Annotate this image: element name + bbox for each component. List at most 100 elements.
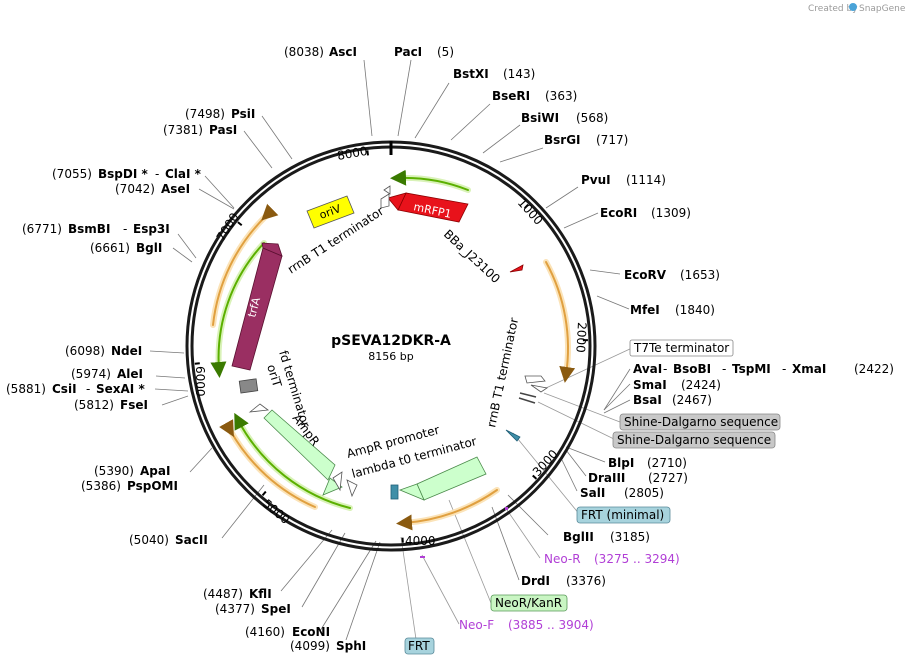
site-BspDI[interactable]: BspDI * — [98, 167, 148, 181]
site-pos-AvaI: (2422) — [854, 362, 894, 376]
svg-text:Shine-Dalgarno sequence: Shine-Dalgarno sequence — [617, 433, 771, 447]
site-BsmBI[interactable]: BsmBI — [68, 222, 110, 236]
feature-NeoR-KanR — [398, 456, 487, 501]
boxed-FRT[interactable]: FRT — [404, 637, 435, 655]
site-pos-SalI: (2805) — [624, 486, 664, 500]
shine-dalgarno-glyphs — [518, 392, 537, 404]
site-BsoBI[interactable]: BsoBI — [673, 362, 711, 376]
site-EcoNI[interactable]: EcoNI — [292, 625, 330, 639]
site-AleI[interactable]: AleI — [117, 367, 143, 381]
trfA-label: trfA — [245, 295, 263, 318]
site-pos-BlpI: (2710) — [647, 456, 687, 470]
site-AseI[interactable]: AseI — [161, 182, 190, 196]
site-pos-ApaI: (5390) — [94, 464, 134, 478]
primer-mark-neo-f — [420, 556, 425, 558]
tick-label-6000: 6000 — [193, 366, 207, 397]
tick-mark — [532, 474, 538, 480]
svg-text:-: - — [722, 362, 726, 376]
svg-text:-: - — [123, 222, 127, 236]
site-XmaI[interactable]: XmaI — [792, 362, 826, 376]
boxed-shine-dalgarno-2[interactable]: Shine-Dalgarno sequence — [612, 431, 776, 449]
svg-text:-: - — [86, 382, 90, 396]
site-PvuI[interactable]: PvuI — [581, 173, 611, 187]
site-TspMI[interactable]: TspMI — [732, 362, 771, 376]
orf-arcs — [210, 169, 576, 531]
tick-label-4000: 4000 — [405, 534, 436, 548]
site-pos-BsaI: (2467) — [672, 393, 712, 407]
primer-Neo-F[interactable]: Neo-F — [459, 618, 494, 632]
site-pos-MfeI: (1840) — [675, 303, 715, 317]
site-BsaI[interactable]: BsaI — [633, 393, 662, 407]
site-SacII[interactable]: SacII — [175, 533, 208, 547]
site-EcoRI[interactable]: EcoRI — [600, 206, 637, 220]
site-pos-PspOMI: (5386) — [81, 479, 121, 493]
site-pos-BsiWI: (568) — [576, 111, 608, 125]
boxed-NeoR-KanR[interactable]: NeoR/KanR — [490, 594, 568, 612]
site-EcoRV[interactable]: EcoRV — [624, 268, 667, 282]
site-Esp3I[interactable]: Esp3I — [133, 222, 170, 236]
site-DrdI[interactable]: DrdI — [521, 574, 550, 588]
site-pos-SphI: (4099) — [290, 639, 330, 653]
site-BglII[interactable]: BglII — [563, 530, 594, 544]
BBa-J23100-glyph — [509, 264, 524, 273]
site-pos-EcoRV: (1653) — [680, 268, 720, 282]
site-NdeI[interactable]: NdeI — [111, 344, 142, 358]
tick-label-3000: 3000 — [530, 447, 561, 479]
boxed-shine-dalgarno-1[interactable]: Shine-Dalgarno sequence — [619, 413, 781, 431]
svg-text:-: - — [782, 362, 786, 376]
site-pos-AleI: (5974) — [71, 367, 111, 381]
site-pos-BstXI: (143) — [503, 67, 535, 81]
site-SmaI[interactable]: SmaI — [633, 378, 667, 392]
site-pos-SacII: (5040) — [129, 533, 169, 547]
oriT-glyph — [238, 378, 259, 394]
feature-trfA: trfA — [231, 242, 283, 371]
site-ClaI[interactable]: ClaI * — [165, 167, 202, 181]
boxed-T7Te-terminator[interactable]: T7Te terminator — [629, 339, 734, 357]
site-MfeI[interactable]: MfeI — [630, 303, 660, 317]
site-SexAI[interactable]: SexAI * — [96, 382, 145, 396]
site-SalI[interactable]: SalI — [580, 486, 605, 500]
site-pos-BspDI: (7055) — [52, 167, 92, 181]
tick-marks — [194, 150, 588, 543]
boxed-FRT-minimal[interactable]: FRT (minimal) — [576, 506, 671, 524]
site-pos-SmaI: (2424) — [681, 378, 721, 392]
oriT-label: oriT — [264, 363, 284, 390]
site-pos-AscI: (8038) — [284, 45, 324, 59]
site-BlpI[interactable]: BlpI — [608, 456, 634, 470]
site-pos-FseI: (5812) — [74, 398, 114, 412]
site-BsrGI[interactable]: BsrGI — [544, 133, 581, 147]
credit-brand: SnapGene — [859, 4, 906, 14]
site-pos-PsiI: (7498) — [185, 107, 225, 121]
site-pos-BseRI: (363) — [545, 89, 577, 103]
site-ApaI[interactable]: ApaI — [140, 464, 170, 478]
site-AvaI[interactable]: AvaI — [633, 362, 662, 376]
site-DraIII[interactable]: DraIII — [588, 471, 625, 485]
site-pos-DraIII: (2727) — [648, 471, 688, 485]
svg-text:-: - — [155, 167, 159, 181]
site-pos-KflI: (4487) — [203, 587, 243, 601]
tick-mark — [366, 150, 369, 156]
site-PacI[interactable]: PacI — [394, 45, 422, 59]
svg-text:-: - — [663, 362, 667, 376]
site-BstXI[interactable]: BstXI — [453, 67, 489, 81]
promoter-glyph-top — [380, 185, 391, 209]
site-pos-EcoNI: (4160) — [245, 625, 285, 639]
site-leader-lines — [149, 59, 631, 641]
site-KflI[interactable]: KflI — [249, 587, 272, 601]
site-PsiI[interactable]: PsiI — [231, 107, 255, 121]
svg-text:T7Te terminator: T7Te terminator — [633, 341, 729, 355]
site-CsiI[interactable]: CsiI — [52, 382, 77, 396]
site-AscI[interactable]: AscI — [329, 45, 357, 59]
site-pos-BglII: (3185) — [610, 530, 650, 544]
svg-text:NeoR/KanR: NeoR/KanR — [495, 596, 562, 610]
site-BseRI[interactable]: BseRI — [492, 89, 530, 103]
site-PspOMI[interactable]: PspOMI — [127, 479, 178, 493]
primer-Neo-R[interactable]: Neo-R — [544, 552, 581, 566]
site-FseI[interactable]: FseI — [120, 398, 148, 412]
site-BsiWI[interactable]: BsiWI — [521, 111, 559, 125]
site-PasI[interactable]: PasI — [209, 123, 237, 137]
site-SpeI[interactable]: SpeI — [261, 602, 291, 616]
site-BglI[interactable]: BglI — [136, 241, 162, 255]
site-SphI[interactable]: SphI — [336, 639, 366, 653]
site-pos-BsrGI: (717) — [596, 133, 628, 147]
